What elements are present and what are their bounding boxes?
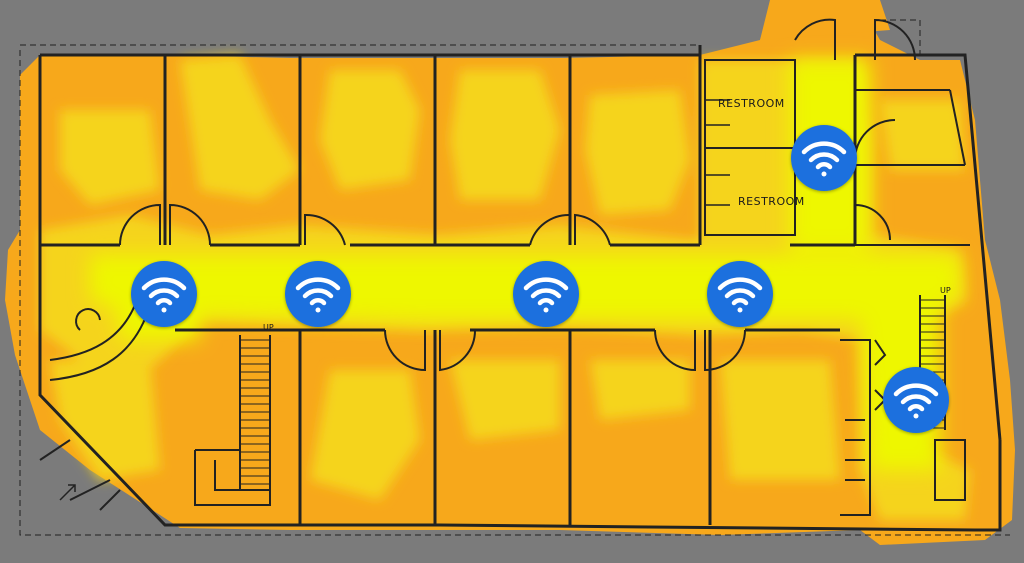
stair-left-up-label: UP xyxy=(263,323,274,332)
floorplan-walls xyxy=(19,18,1010,536)
access-point-2[interactable] xyxy=(285,261,351,327)
restroom-label-lower: RESTROOM xyxy=(738,195,805,208)
wifi-icon xyxy=(801,141,847,177)
wifi-icon xyxy=(141,277,187,313)
access-point-6[interactable] xyxy=(883,367,949,433)
access-points xyxy=(131,125,949,433)
stair-right-up-label: UP xyxy=(940,286,951,295)
wifi-icon xyxy=(717,277,763,313)
wifi-icon xyxy=(893,383,939,419)
wifi-icon xyxy=(523,277,569,313)
stair-treads-left xyxy=(240,339,270,485)
wifi-icon xyxy=(295,277,341,313)
access-point-1[interactable] xyxy=(131,261,197,327)
access-point-4[interactable] xyxy=(707,261,773,327)
restroom-label-upper: RESTROOM xyxy=(718,97,785,110)
access-point-3[interactable] xyxy=(513,261,579,327)
access-point-5[interactable] xyxy=(791,125,857,191)
